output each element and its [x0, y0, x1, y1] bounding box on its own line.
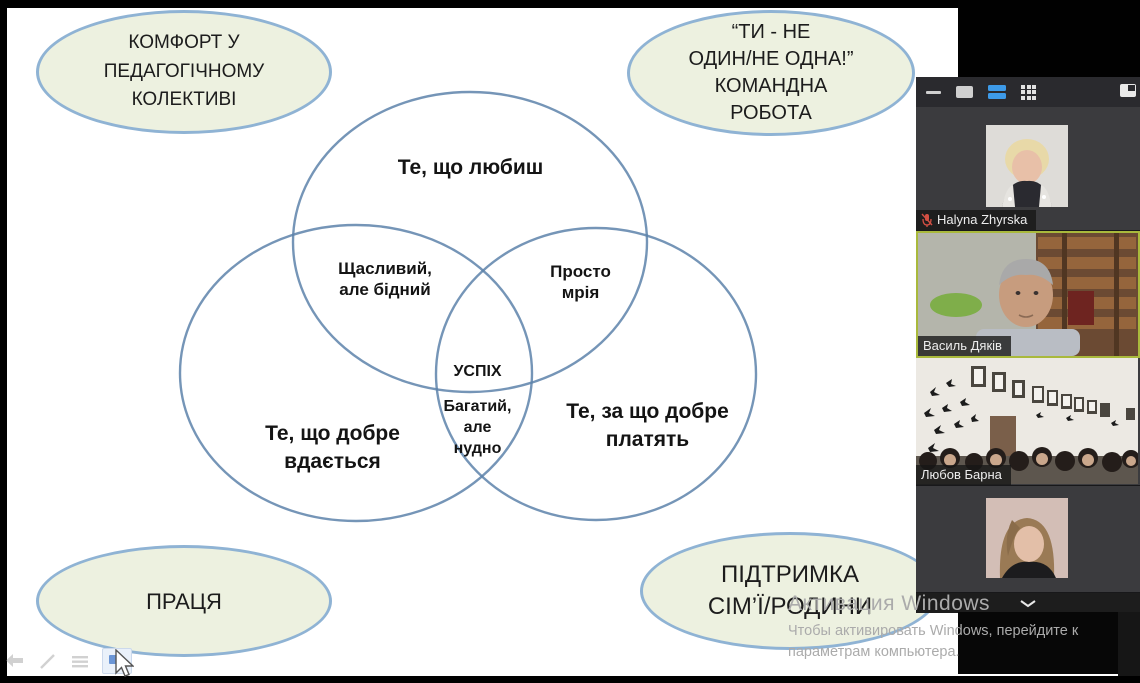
bubble-labor: ПРАЦЯ: [36, 545, 332, 657]
venn-label-success: УСПІХ: [453, 363, 502, 380]
bubble-family: ПІДТРИМКА СІМ’Ї/РОДИНИ: [640, 532, 940, 650]
video-classroom: [916, 358, 1140, 484]
venn-label-well-paid: Те, за що добре платять: [566, 400, 729, 452]
gallery-view-icon[interactable]: [988, 85, 1006, 99]
undo-arrow-icon[interactable]: [4, 651, 26, 671]
panel-footer: [916, 593, 1140, 613]
venn-label-good-at: Те, що добре вдається: [265, 422, 400, 474]
windows-activation-watermark: Активация Windows Чтобы активировать Win…: [788, 592, 1133, 663]
video-vasyl: [918, 233, 1138, 356]
screenshare-left-edge: [0, 0, 7, 676]
venn-label-rich-but-bored: Багатий, але нудно: [443, 398, 512, 458]
bubble-teamwork-text: “ТИ - НЕ ОДИН/НЕ ОДНА!” КОМАНДНА РОБОТА: [688, 21, 854, 124]
watermark-line2: параметрам компьютера.: [788, 644, 960, 661]
participant-tile-vasyl[interactable]: Василь Дяків: [916, 231, 1140, 358]
avatar-halyna: [986, 125, 1068, 207]
venn-label-just-a-dream: Просто мрія: [550, 262, 611, 303]
bubble-teamwork: “ТИ - НЕ ОДИН/НЕ ОДНА!” КОМАНДНА РОБОТА: [627, 10, 915, 136]
minimize-icon[interactable]: [926, 90, 941, 94]
watermark-title: Активация Windows: [788, 592, 991, 615]
name-tag: Василь Дяків: [918, 336, 1011, 356]
speaker-view-icon[interactable]: [956, 86, 973, 98]
screenshare-black-region: [958, 0, 1140, 77]
popout-icon[interactable]: [1120, 84, 1136, 97]
bottom-right-dark-strip: [1118, 612, 1140, 676]
name-tag: Halyna Zhyrska: [916, 210, 1037, 230]
bubble-labor-text: ПРАЦЯ: [146, 588, 222, 614]
bubble-comfort-text: КОМФОРТ У ПЕДАГОГІЧНОМУ КОЛЕКТИВІ: [103, 32, 265, 111]
screenshare-top-edge: [0, 0, 1140, 8]
highlighter-lines-icon[interactable]: [70, 651, 90, 671]
grid-view-icon[interactable]: [1021, 84, 1036, 100]
venn-label-happy-but-poor: Щасливий, але бідний: [338, 259, 432, 300]
watermark-dark-region: [958, 612, 1118, 674]
collapse-chevron-icon[interactable]: [1019, 599, 1037, 608]
participant-name: Halyna Zhyrska: [937, 212, 1028, 227]
screenshare-bottom-edge: [0, 676, 1140, 683]
video-panel-toolbar: [916, 77, 1140, 107]
participant-name: Любов Барна: [921, 467, 1002, 482]
bubble-family-text: ПІДТРИМКА СІМ’Ї/РОДИНИ: [707, 560, 873, 620]
mouse-cursor: [115, 649, 134, 677]
participant-name: Василь Дяків: [923, 338, 1002, 353]
video-panel: Halyna Zhyrska: [916, 77, 1140, 613]
avatar-participant-4: [986, 498, 1068, 578]
participant-tile-halyna[interactable]: Halyna Zhyrska: [916, 107, 1140, 231]
name-tag: Любов Барна: [916, 465, 1011, 485]
participant-tile-lyubov[interactable]: Любов Барна: [916, 358, 1140, 486]
participant-tile-4[interactable]: [916, 486, 1140, 593]
bubble-comfort: КОМФОРТ У ПЕДАГОГІЧНОМУ КОЛЕКТИВІ: [36, 10, 332, 134]
venn-label-love: Те, що любиш: [397, 156, 544, 179]
pen-icon[interactable]: [38, 651, 58, 671]
watermark-line1: Чтобы активировать Windows, перейдите к: [788, 623, 1079, 639]
mic-muted-icon: [921, 213, 933, 227]
